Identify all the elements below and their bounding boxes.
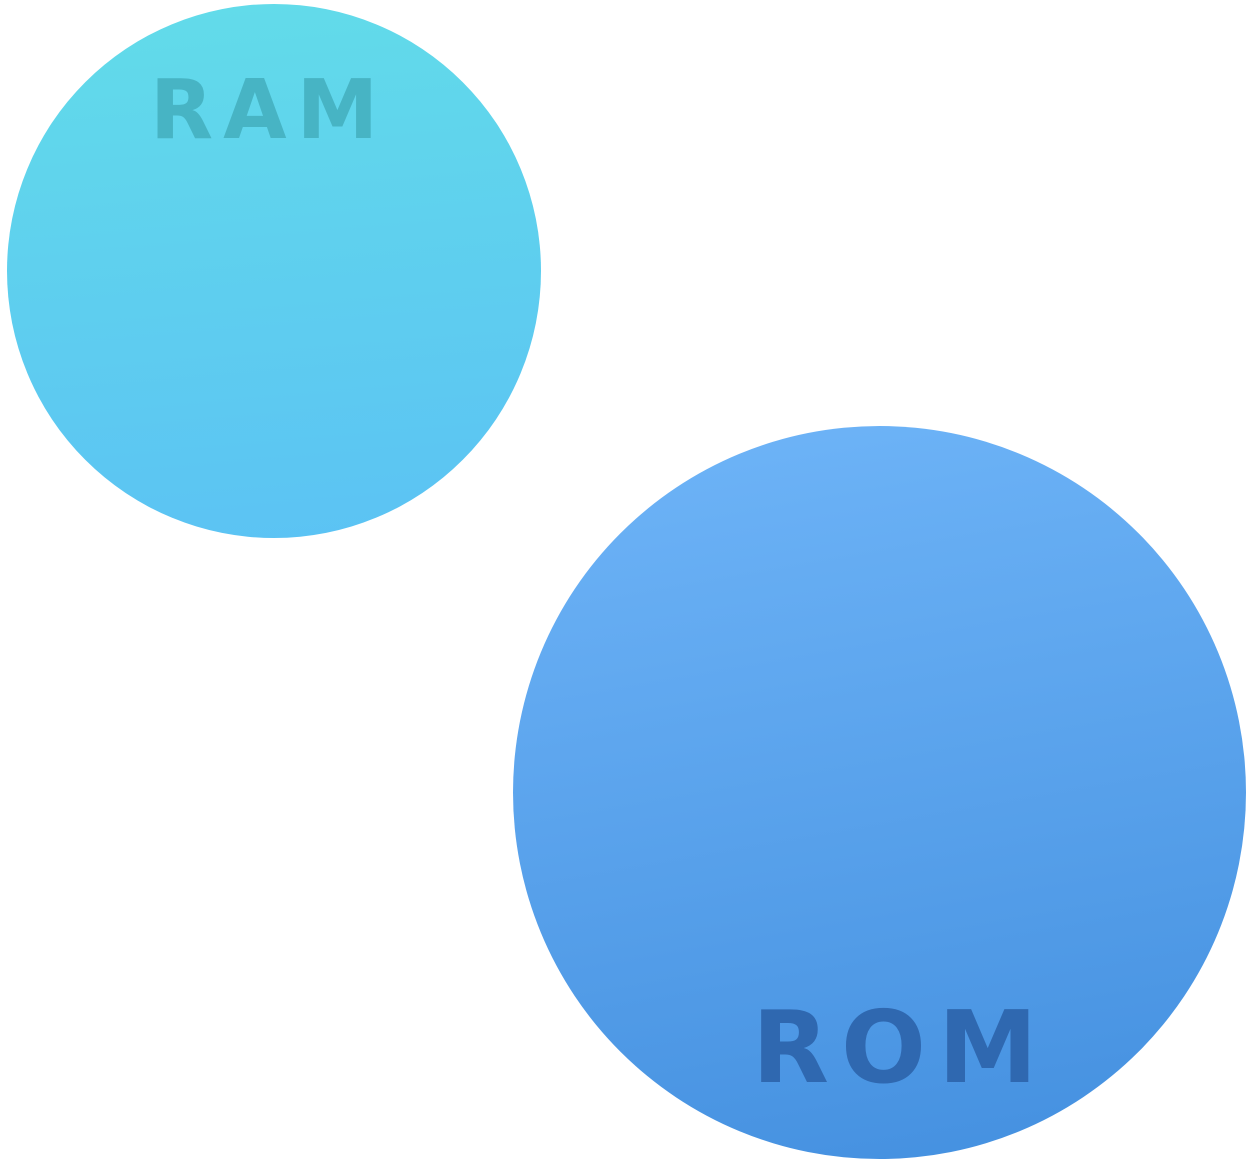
ram-label: RAM	[150, 63, 389, 158]
ram-circle	[7, 4, 541, 538]
rom-circle	[513, 426, 1246, 1159]
rom-label: ROM	[752, 989, 1050, 1106]
